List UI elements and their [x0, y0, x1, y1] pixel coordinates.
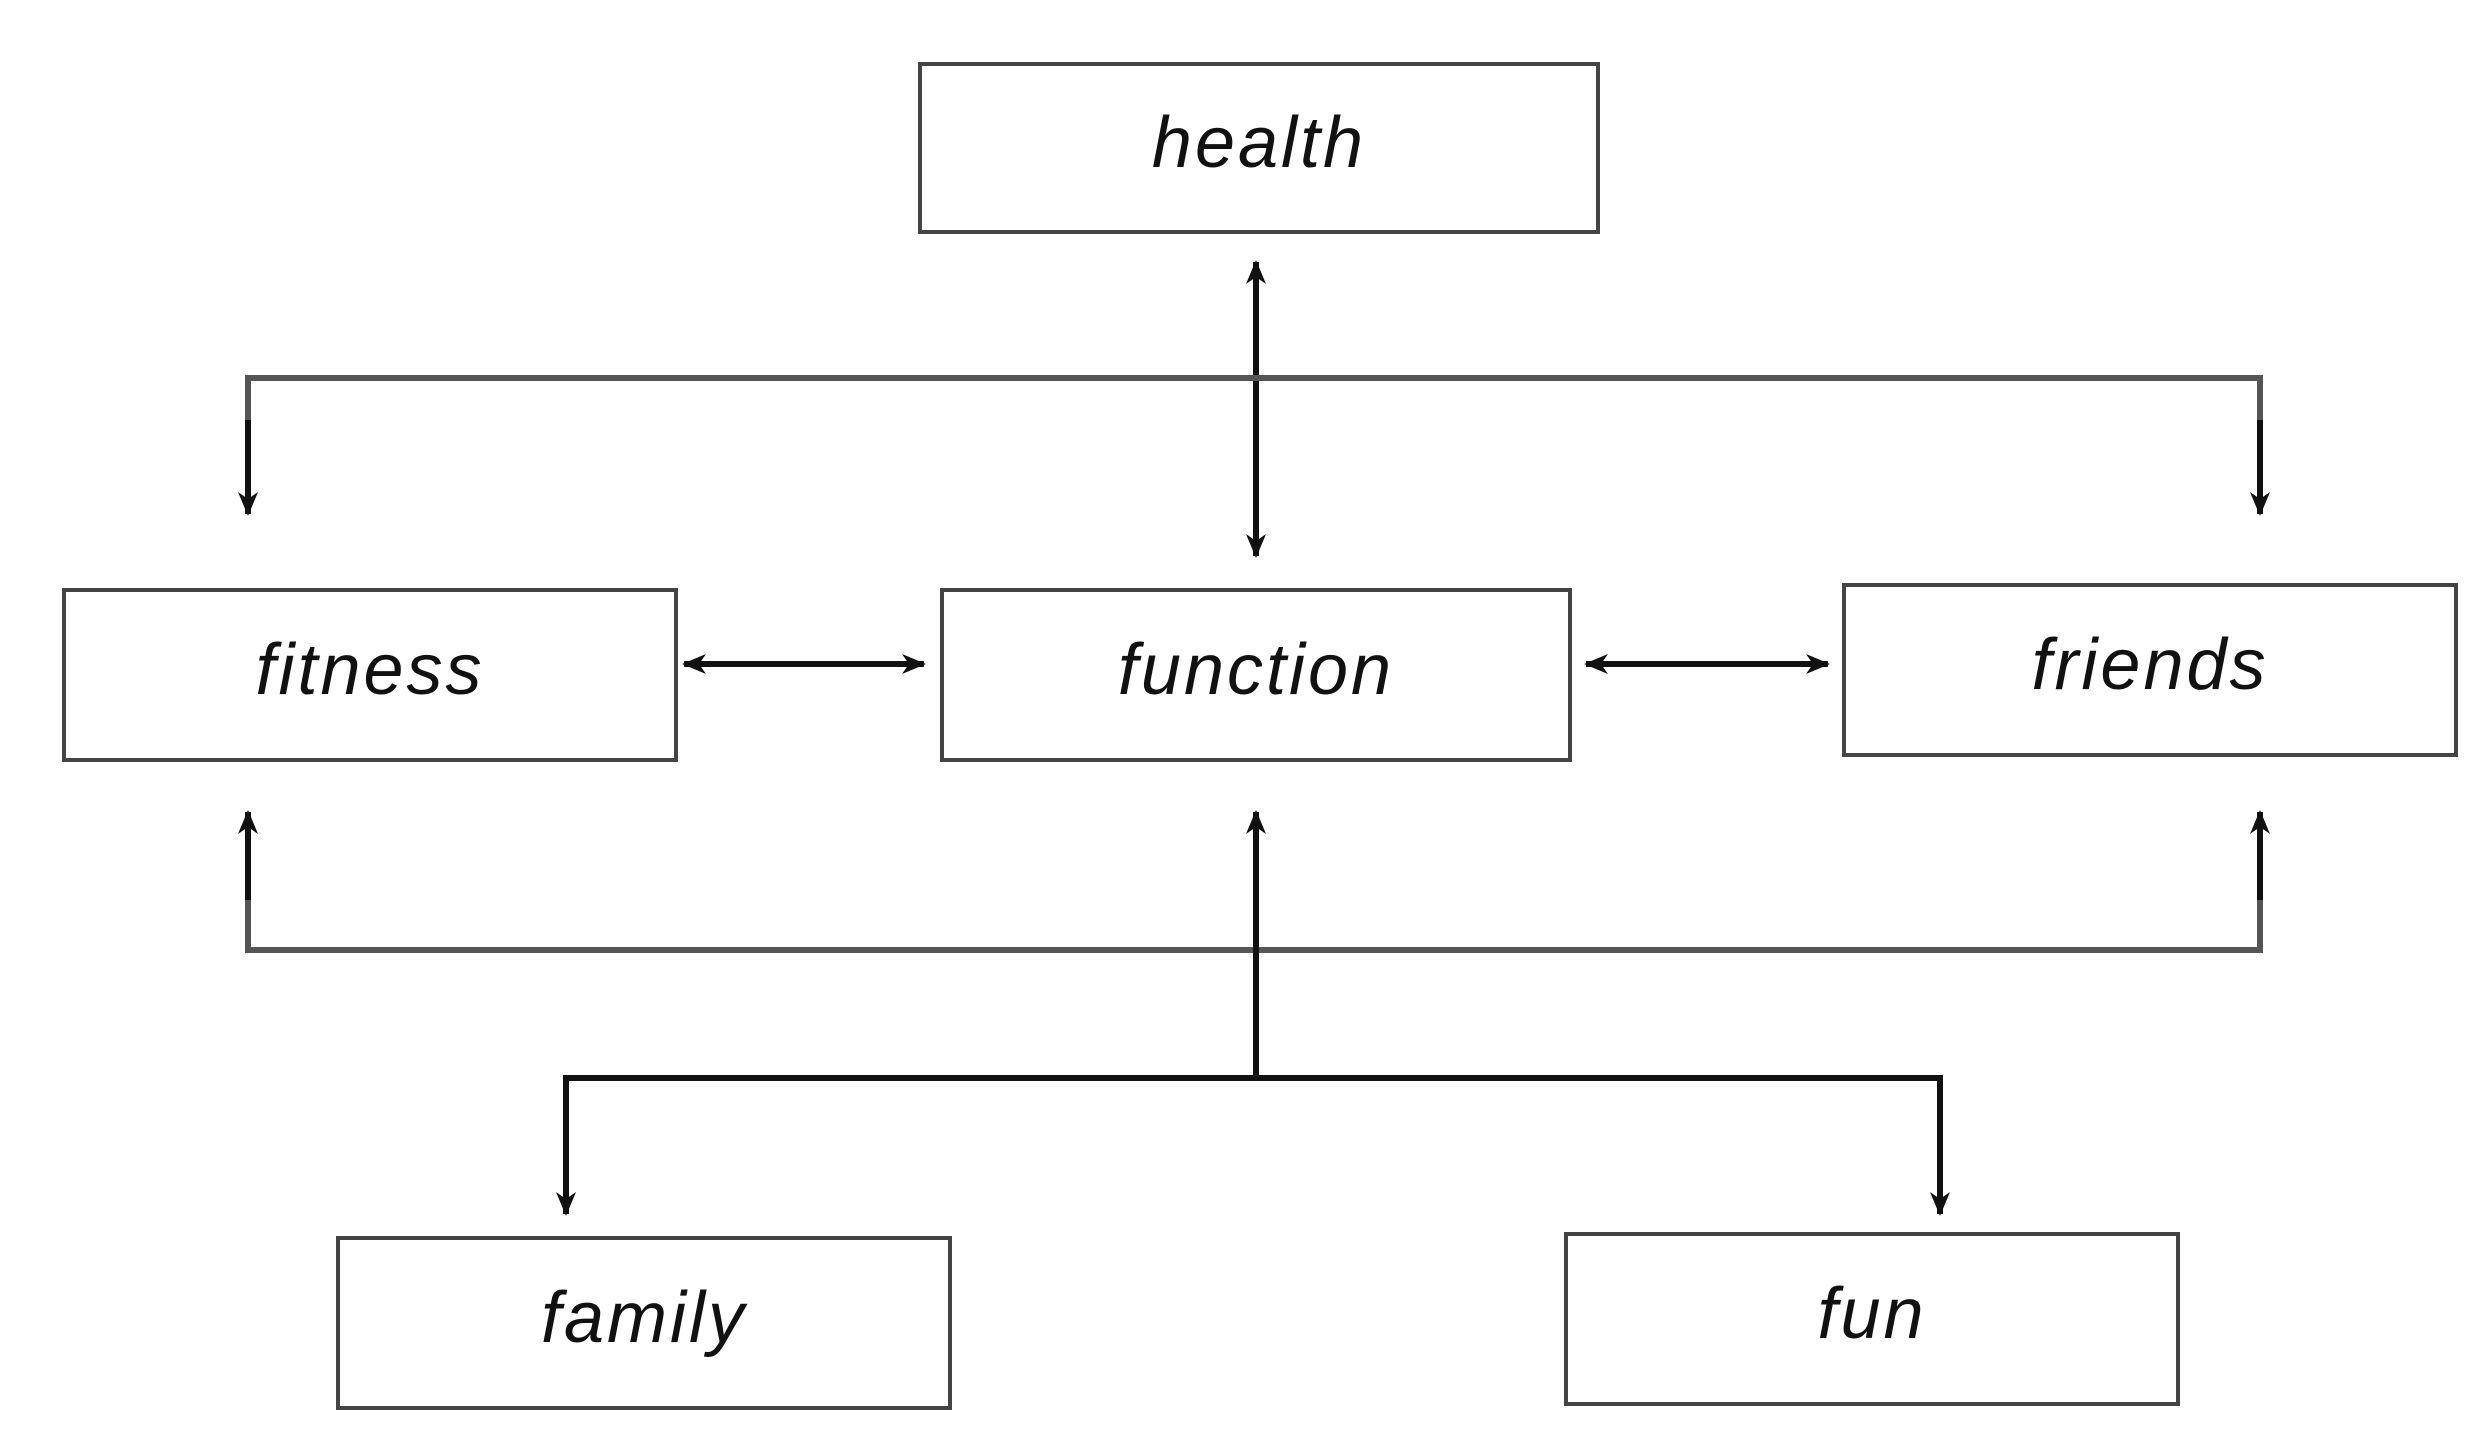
node-fun-box	[1564, 1232, 2180, 1406]
node-friends-label: friends	[2031, 625, 2268, 705]
node-health-label: health	[1152, 103, 1366, 183]
node-function: function	[940, 588, 1572, 762]
node-fun-label: fun	[1817, 1274, 1926, 1354]
node-fitness: fitness	[62, 588, 678, 762]
node-family-label: family	[541, 1278, 748, 1358]
node-function-label: function	[1118, 630, 1394, 710]
node-fitness-box	[62, 588, 678, 762]
node-friends: friends	[1842, 583, 2458, 757]
node-fitness-label: fitness	[255, 630, 484, 710]
node-function-box	[940, 588, 1572, 762]
node-friends-box	[1842, 583, 2458, 757]
edge-bottom-bracket	[563, 1075, 1943, 1170]
node-family: family	[336, 1236, 952, 1410]
node-fun: fun	[1564, 1232, 2180, 1406]
node-health: health	[918, 62, 1600, 234]
node-family-box	[336, 1236, 952, 1410]
node-health-box	[918, 62, 1600, 234]
